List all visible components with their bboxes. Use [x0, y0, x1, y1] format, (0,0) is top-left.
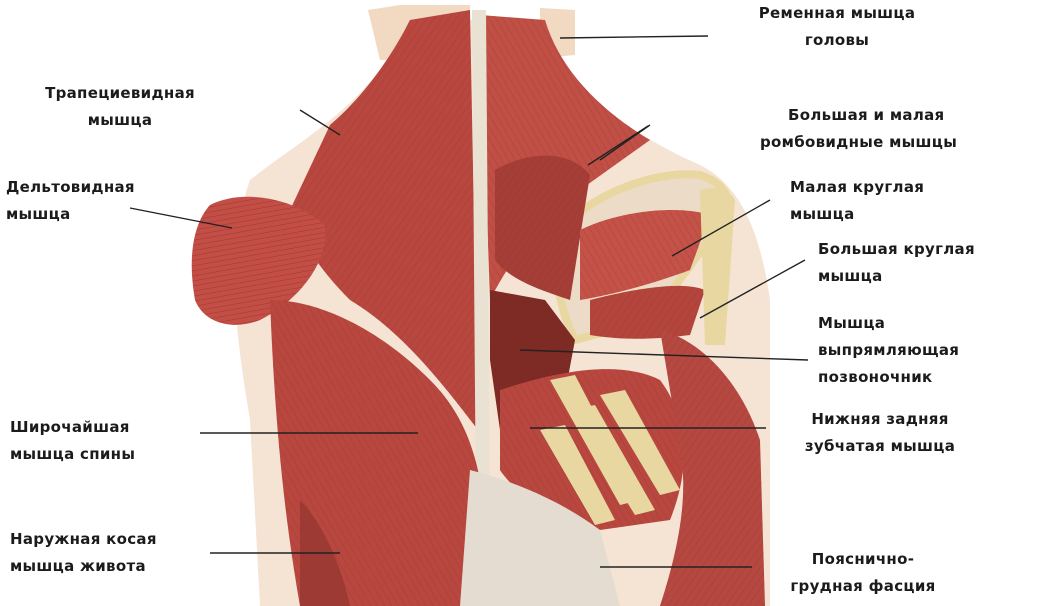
label-erector: Мышца выпрямляющая позвоночник: [818, 310, 959, 391]
label-trapezius: Трапециевидная мышца: [0, 80, 240, 134]
label-fascia: Пояснично- грудная фасция: [748, 546, 978, 600]
label-rhomboids: Большая и малая ромбовидные мышцы: [788, 102, 957, 156]
label-oblique: Наружная косая мышца живота: [10, 526, 157, 580]
label-serratus: Нижняя задняя зубчатая мышца: [760, 406, 1000, 460]
label-teres-major: Большая круглая мышца: [818, 236, 975, 290]
label-latissimus: Широчайшая мышца спины: [10, 414, 135, 468]
label-deltoid: Дельтовидная мышца: [6, 174, 135, 228]
label-splenius: Ременная мышца головы: [712, 0, 962, 54]
label-teres-minor: Малая круглая мышца: [790, 174, 924, 228]
